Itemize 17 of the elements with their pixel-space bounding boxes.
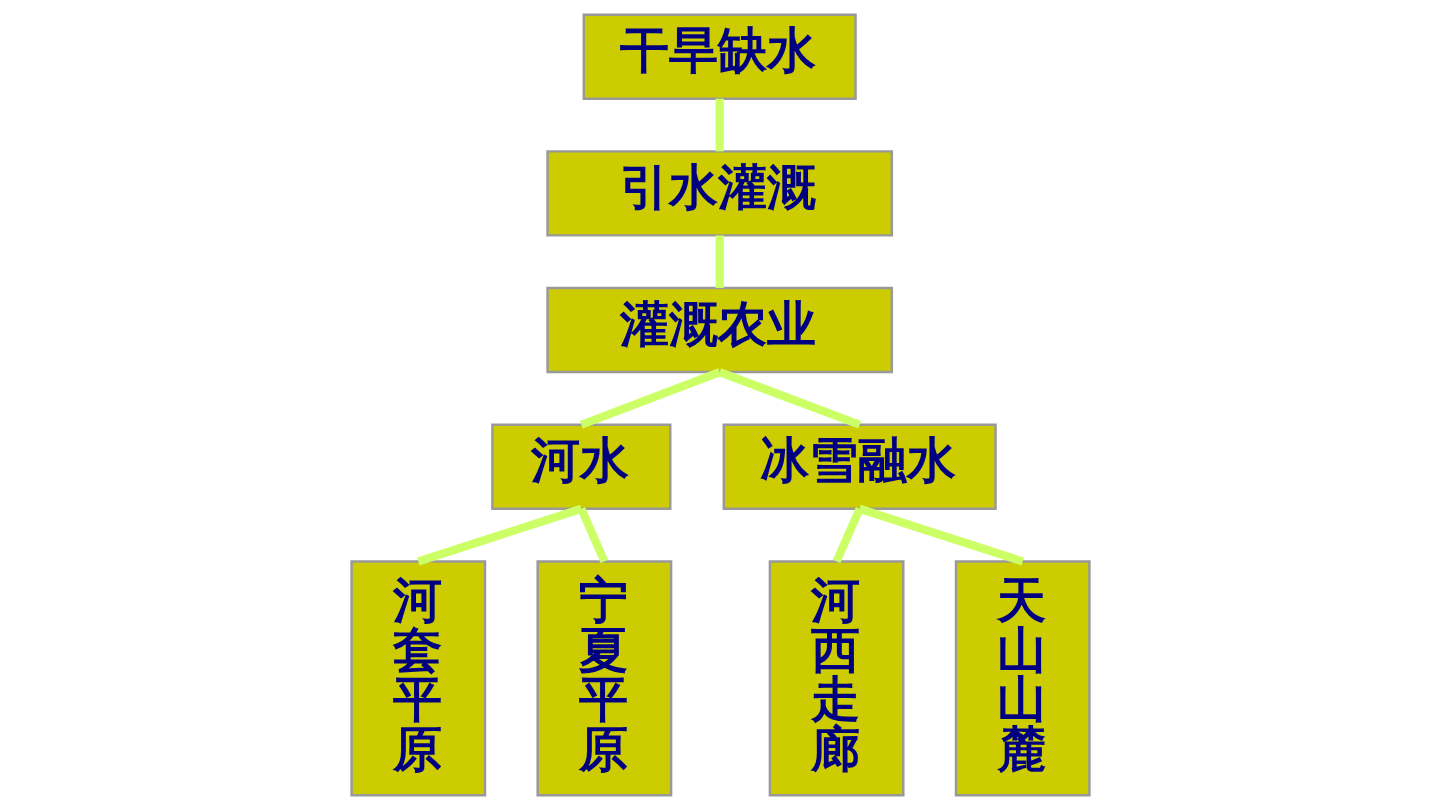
node-box: 冰雪融水 xyxy=(722,423,997,510)
connector xyxy=(577,507,608,564)
connector xyxy=(715,98,724,152)
node-box: 河西走廊 xyxy=(768,560,905,797)
node-box: 引水灌溉 xyxy=(545,150,893,237)
node-box: 灌溉农业 xyxy=(545,286,893,374)
connector xyxy=(715,235,724,289)
node-box: 河水 xyxy=(490,423,671,510)
node-box: 天山山麓 xyxy=(954,560,1091,797)
connector xyxy=(832,507,863,564)
connector xyxy=(717,368,861,429)
node-box: 宁夏平原 xyxy=(535,560,672,797)
node-box: 河套平原 xyxy=(349,560,486,797)
connector xyxy=(857,504,1024,566)
node-box: 干旱缺水 xyxy=(582,13,857,100)
connector xyxy=(416,504,583,566)
connector xyxy=(579,368,721,429)
